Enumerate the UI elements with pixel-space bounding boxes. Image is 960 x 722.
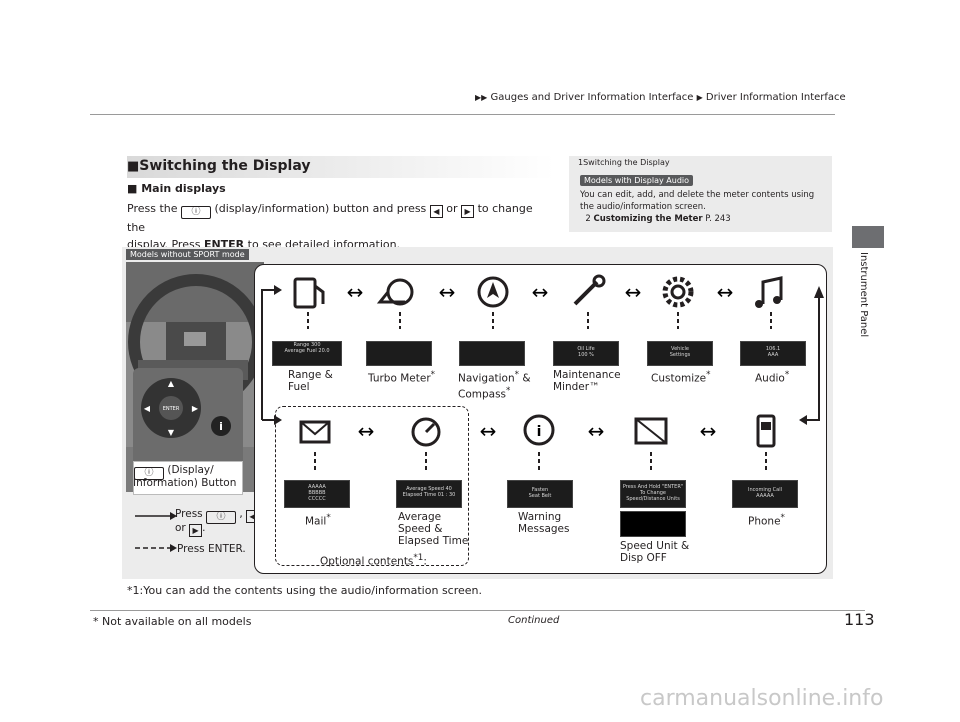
- svg-text:◀: ◀: [144, 404, 151, 413]
- page-number: 113: [844, 610, 875, 629]
- gear-icon: [662, 276, 694, 308]
- continued-label: Continued: [508, 615, 560, 626]
- note-link[interactable]: Customizing the Meter: [593, 214, 703, 224]
- oil-life-screen: Oil Life 100 %: [553, 341, 619, 366]
- chapter-label: Instrument Panel: [858, 252, 869, 338]
- compass-icon: [477, 276, 509, 308]
- row2-icons: ↔ ↔ i ↔ ↔: [299, 414, 776, 472]
- fuel-pump-icon: [293, 277, 325, 309]
- vehicle-settings-screen: Vehicle Settings: [647, 341, 713, 366]
- svg-text:↔: ↔: [700, 419, 717, 443]
- label-speed-unit: Speed Unit &Disp OFF: [620, 540, 690, 564]
- note-text: You can edit, add, and delete the meter …: [580, 190, 815, 224]
- chapter-tab: [852, 226, 884, 248]
- label-range-fuel: Range &Fuel: [288, 369, 333, 393]
- note-title: 1Switching the Display: [578, 158, 670, 167]
- control-pad-illustration: ENTER ▲ ▼ ◀ ▶ i: [133, 368, 243, 468]
- average-speed-screen: Average Speed 40 Elapsed Time 01 : 30: [396, 480, 462, 508]
- header-rule: [90, 114, 835, 115]
- wrench-icon: [573, 274, 606, 306]
- footer-rule: [90, 610, 865, 611]
- svg-text:▼: ▼: [168, 428, 175, 437]
- section-bar: [127, 156, 555, 178]
- breadcrumb-arrow-icon: ▶▶: [475, 93, 488, 102]
- button-callout: [133, 461, 243, 495]
- footnote: *1:You can add the contents using the au…: [127, 584, 483, 597]
- model-badge: Models with Display Audio: [580, 175, 694, 186]
- press-hold-screen: Press And Hold "ENTER" To Change Speed/D…: [620, 480, 686, 508]
- cycle-arrows: [261, 285, 824, 425]
- svg-text:ENTER: ENTER: [163, 406, 180, 412]
- label-navigation: Navigation* &Compass*: [458, 370, 531, 400]
- speed-icon: [411, 417, 441, 447]
- svg-text:i: i: [537, 424, 542, 440]
- svg-text:▲: ▲: [168, 379, 175, 388]
- info-button-label-2: Information) Button: [133, 477, 237, 489]
- breadcrumb: ▶▶ Gauges and Driver Information Interfa…: [475, 92, 846, 103]
- section-title: ■Switching the Display: [127, 158, 311, 174]
- range-screen: Range 300 Average Fuel 20.0: [272, 341, 342, 366]
- disp-off-screen: [620, 511, 686, 537]
- right-arrow-key-icon: ▶: [461, 205, 475, 218]
- svg-text:↔: ↔: [358, 419, 375, 443]
- svg-text:↔: ↔: [532, 280, 549, 304]
- right-arrow-key-icon: ▶: [189, 524, 203, 537]
- info-button-icon: ⓘ: [181, 206, 211, 219]
- label-phone: Phone*: [748, 513, 785, 528]
- legend-or: or ▶.: [175, 522, 206, 537]
- svg-text:↔: ↔: [588, 419, 605, 443]
- watermark: carmanualsonline.info: [640, 686, 884, 711]
- svg-text:↔: ↔: [439, 280, 456, 304]
- music-note-icon: [755, 276, 783, 308]
- mail-icon: [299, 420, 331, 444]
- label-turbo: Turbo Meter*: [368, 370, 436, 385]
- svg-text:▶: ▶: [192, 404, 199, 413]
- svg-text:↔: ↔: [480, 419, 497, 443]
- incoming-call-screen: Incoming Call AAAAA: [732, 480, 798, 508]
- info-button-icon: ⓘ: [205, 511, 236, 524]
- compass-screen: [459, 341, 525, 366]
- label-audio: Audio*: [755, 370, 790, 385]
- label-mail: Mail*: [305, 513, 331, 528]
- seat-belt-screen: Fasten Seat Belt: [507, 480, 573, 508]
- optional-contents-label: Optional contents*1:: [320, 553, 427, 568]
- svg-text:↔: ↔: [347, 280, 364, 304]
- turbo-icon: [376, 278, 414, 306]
- side-note: [569, 156, 832, 232]
- breadcrumb-item[interactable]: Gauges and Driver Information Interface: [490, 92, 694, 103]
- subheading: ■ Main displays: [127, 182, 226, 195]
- audio-screen: 106.1 AAA: [740, 341, 806, 366]
- availability-note: * Not available on all models: [93, 615, 252, 628]
- svg-text:i: i: [219, 420, 223, 433]
- legend-press-enter: Press ENTER.: [177, 543, 246, 555]
- breadcrumb-item[interactable]: Driver Information Interface: [705, 92, 846, 103]
- row1-icons: ↔ ↔ ↔ ↔ ↔: [293, 274, 783, 329]
- label-customize: Customize*: [651, 370, 711, 385]
- svg-text:↔: ↔: [625, 280, 642, 304]
- svg-text:↔: ↔: [717, 280, 734, 304]
- optional-contents-frame: [275, 406, 469, 566]
- phone-icon: [756, 414, 776, 448]
- turbo-screen: [366, 341, 432, 366]
- info-button-label: ⓘ (Display/: [134, 464, 214, 480]
- warning-info-icon: i: [523, 414, 555, 446]
- legend-arrows: [135, 512, 177, 552]
- diagram-badge: Models without SPORT mode: [126, 249, 249, 260]
- body-paragraph: Press the ⓘ (display/information) button…: [127, 202, 533, 251]
- display-cycle-frame: [254, 264, 827, 574]
- breadcrumb-arrow-icon: ▶: [696, 93, 703, 102]
- speed-unit-icon: [634, 417, 668, 445]
- left-arrow-key-icon: ◀: [429, 205, 443, 218]
- mail-screen: AAAAA BBBBB CCCCC: [284, 480, 350, 508]
